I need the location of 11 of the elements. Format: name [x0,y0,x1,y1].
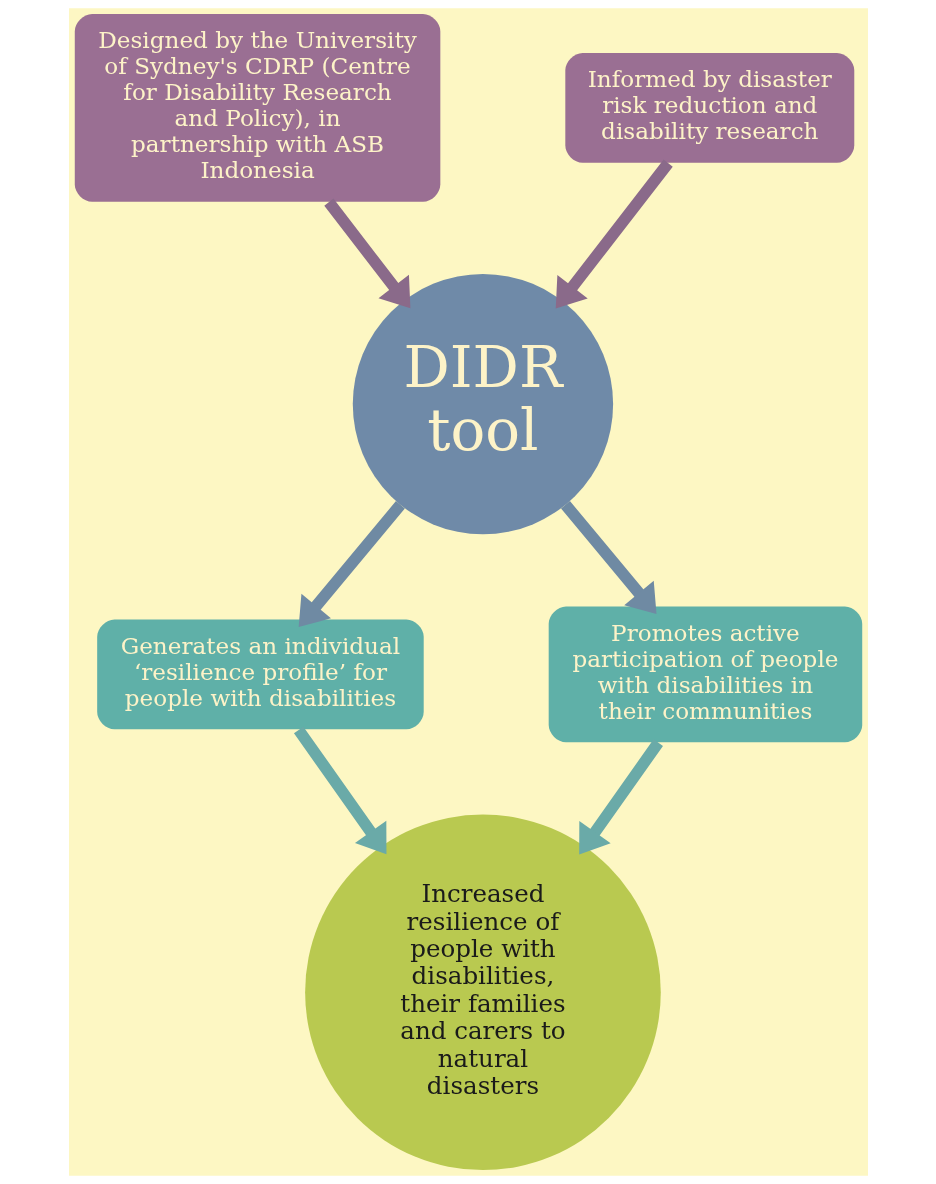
arrow [293,726,386,855]
arrow [555,159,673,309]
arrow [323,198,410,309]
node-box: Generates an individual ‘resilience profile’ for people with disabilities [96,619,424,730]
arrow [298,501,405,627]
node-box: Informed by disaster risk reduction and disability research [564,52,854,163]
node-circle: Increased resilience of people with disabilities, their families and carers to natural disasters [304,814,661,1171]
node-box: Promotes active participation of people with disabilities in their communities [548,606,862,743]
arrow [560,501,656,615]
node-box: Designed by the University of Sydney's CDRP (Centre for Disability Research and Policy), in partnership with ASB Indonesia [74,13,440,202]
arrow [578,739,663,855]
